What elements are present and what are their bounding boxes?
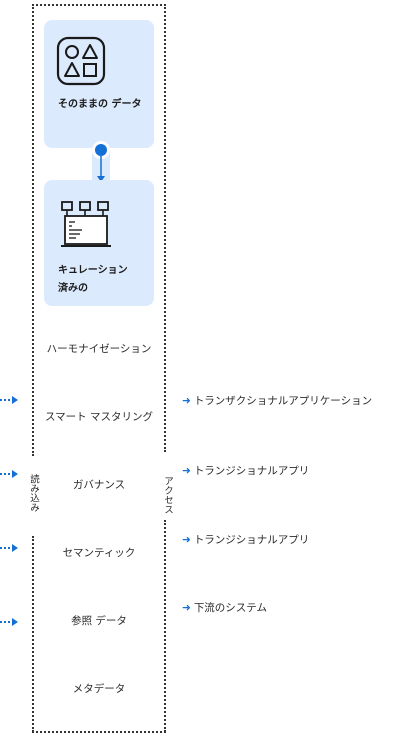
layer-smart-mastering: スマート マスタリング <box>44 411 154 423</box>
output-transitional-app-2: ➜トランジショナルアプリ <box>182 532 309 547</box>
output-downstream-systems: ➜下流のシステム <box>182 600 267 615</box>
dashboard-screen-icon <box>61 201 111 247</box>
frame-bottom <box>32 731 166 733</box>
output-label: トランジショナルアプリ <box>193 534 310 546</box>
output-label: トランジショナルアプリ <box>193 465 310 477</box>
input-arrow-4 <box>0 618 18 626</box>
frame-top <box>32 4 166 6</box>
output-transitional-app-1: ➜トランジショナルアプリ <box>182 463 309 478</box>
output-arrow-icon: ➜ <box>182 395 191 407</box>
frame-left-top <box>32 4 34 456</box>
output-arrow-icon: ➜ <box>182 602 191 614</box>
frame-right-bottom <box>164 520 166 732</box>
output-transactional-apps: ➜トランザクショナルアプリケーション <box>182 393 372 408</box>
ingest-label: 読み込み <box>28 474 39 512</box>
layer-metadata: メタデータ <box>72 683 126 695</box>
raw-data-title: そのままの データ <box>58 99 142 110</box>
layer-reference-data: 参照 データ <box>71 615 127 627</box>
frame-left-bottom <box>32 536 34 732</box>
raw-data-card: そのままの データ <box>44 20 154 148</box>
input-arrow-1 <box>0 396 18 404</box>
frame-right-top <box>164 4 166 452</box>
curated-data-card: キュレーション 済みの <box>44 180 154 306</box>
output-arrow-icon: ➜ <box>182 534 191 546</box>
connector-arrow <box>92 141 110 182</box>
layer-harmonization: ハーモナイゼーション <box>46 343 152 355</box>
layer-governance: ガバナンス <box>72 479 126 491</box>
output-label: トランザクショナルアプリケーション <box>193 395 373 407</box>
layer-semantic: セマンティック <box>62 547 136 559</box>
access-label: アクセス <box>162 476 173 514</box>
input-arrow-3 <box>0 544 18 552</box>
curated-data-title: キュレーション 済みの <box>58 265 128 294</box>
output-label: 下流のシステム <box>193 602 267 614</box>
shapes-icon <box>56 36 106 86</box>
output-arrow-icon: ➜ <box>182 465 191 477</box>
input-arrow-2 <box>0 470 18 478</box>
